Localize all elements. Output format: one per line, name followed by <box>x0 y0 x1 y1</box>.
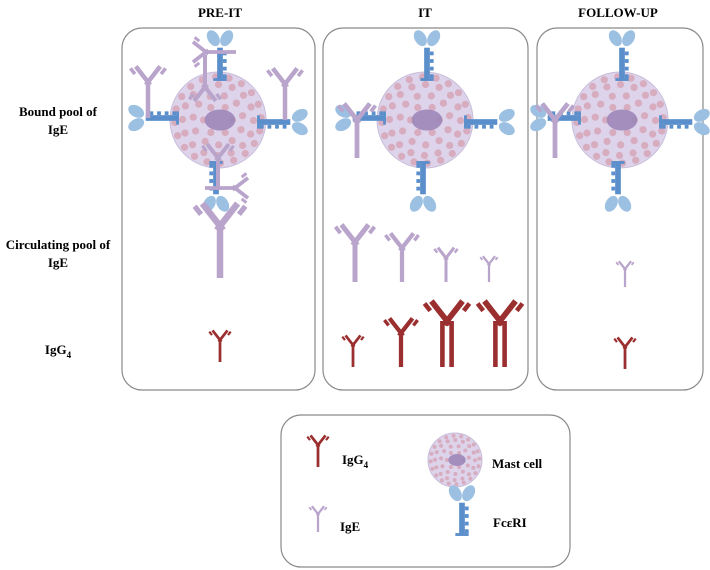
pre-it-bound-ige-left <box>129 65 167 118</box>
figures <box>128 30 710 536</box>
legend-panel <box>280 414 571 568</box>
it-igg4-1 <box>341 334 365 367</box>
it-fceri-1 <box>464 108 515 136</box>
legend-label-ige: IgE <box>340 519 360 534</box>
it-igg4-4 <box>475 299 525 367</box>
legend-label-igg4: IgG4 <box>342 452 369 470</box>
follow-up-fceri-0 <box>608 30 636 81</box>
pre-it-bound-ige-right <box>266 67 304 120</box>
it-igg4-2 <box>383 316 419 367</box>
follow-up-mast-cell <box>571 71 669 169</box>
pre-it-bound-ige-top-dup <box>188 55 222 103</box>
pre-it-circulating-ige <box>192 201 248 278</box>
follow-up-igg4 <box>613 336 637 369</box>
it-mast-cell <box>376 71 474 169</box>
it-circulating-ige-1 <box>333 223 377 282</box>
pre-it-igg4 <box>208 329 232 362</box>
it-fceri-2 <box>409 161 437 212</box>
legend-fceri-icon <box>448 485 476 536</box>
legend-label-mast-cell: Mast cell <box>492 456 543 471</box>
pre-it-bound-ige-bottom-bar <box>205 172 250 204</box>
row-label-bound-line2: IgE <box>48 122 68 137</box>
legend-igg4-icon <box>306 434 330 467</box>
legend-mast-cell-icon <box>427 432 483 488</box>
legend-ige-icon <box>308 505 328 532</box>
column-header-follow-up: FOLLOW-UP <box>578 5 658 20</box>
row-label-circulating-line1: Circulating pool of <box>6 237 111 252</box>
it-circulating-ige-3 <box>433 246 459 282</box>
pre-it-bound-ige-bottom <box>201 142 235 190</box>
it-bound-ige-left <box>336 102 378 158</box>
it-igg4-3 <box>422 299 472 367</box>
follow-up-fceri-2 <box>604 161 632 212</box>
it-fceri-0 <box>413 30 441 81</box>
pre-it-fceri-1 <box>257 108 308 136</box>
pre-it-fceri-3 <box>128 104 179 132</box>
follow-up-circulating-ige <box>615 260 635 287</box>
row-label-igg4: IgG4 <box>45 342 72 360</box>
row-label-bound-line1: Bound pool of <box>19 104 98 119</box>
it-circulating-ige-2 <box>384 231 420 282</box>
column-header-it: IT <box>418 5 432 20</box>
follow-up-bound-ige-left <box>534 102 576 158</box>
pre-it-mast-cell <box>169 71 267 169</box>
follow-up-fceri-1 <box>659 108 710 136</box>
legend-label-fceri: FcεRI <box>493 515 527 530</box>
row-label-circulating-line2: IgE <box>48 255 68 270</box>
column-header-pre-it: PRE-IT <box>198 5 242 20</box>
it-circulating-ige-4 <box>479 255 499 282</box>
pre-it-bound-ige-top-bar <box>191 36 236 68</box>
